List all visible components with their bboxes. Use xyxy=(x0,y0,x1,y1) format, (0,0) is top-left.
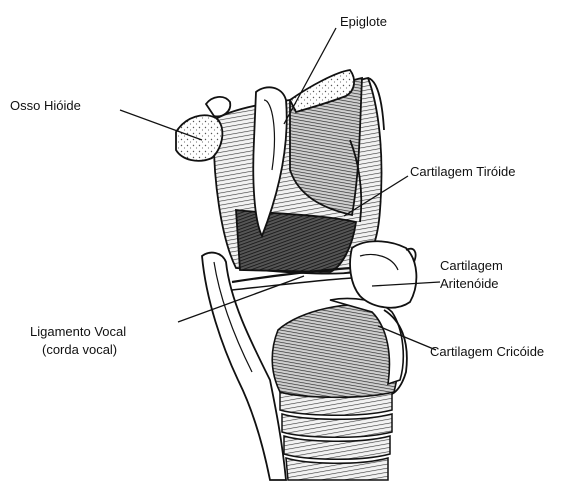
label-epiglote: Epiglote xyxy=(340,14,387,29)
label-cartilagem-cricoide: Cartilagem Cricóide xyxy=(430,344,544,359)
label-cartilagem-tiroide: Cartilagem Tiróide xyxy=(410,164,516,179)
label-cartilagem-aritenoide-line2: Aritenóide xyxy=(440,276,499,291)
label-ligamento-vocal-line2: (corda vocal) xyxy=(42,342,117,357)
leader-ligamento xyxy=(178,276,304,322)
label-cartilagem-aritenoide-line1: Cartilagem xyxy=(440,258,503,273)
label-ligamento-vocal-line1: Ligamento Vocal xyxy=(30,324,126,339)
label-osso-hioide: Osso Hióide xyxy=(10,98,81,113)
trachea xyxy=(280,392,392,480)
arytenoid-cartilage xyxy=(350,241,416,307)
cricoid-cartilage xyxy=(272,299,403,398)
